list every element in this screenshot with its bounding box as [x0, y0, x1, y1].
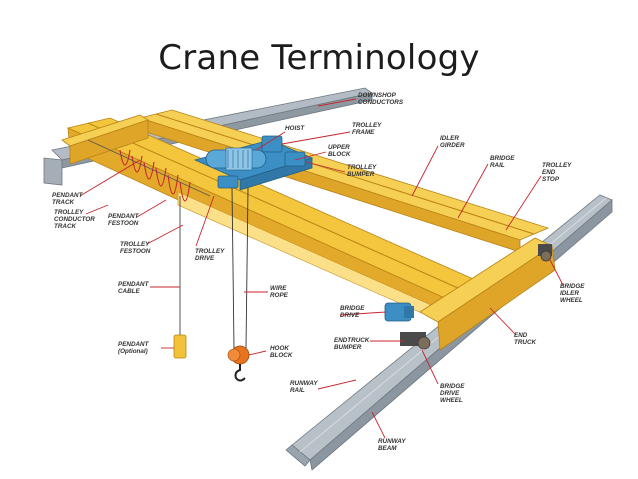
right-end-truck [400, 237, 556, 351]
main-girder [66, 117, 500, 331]
left-end-truck [61, 114, 149, 165]
trolley-assembly [193, 135, 314, 191]
bridge-drive-motor [384, 302, 414, 322]
page-title: Crane Terminology [158, 38, 480, 78]
hook-assembly [227, 187, 250, 382]
festoon-loops [87, 139, 211, 202]
label-pendant-optional: PENDANT(Optional) [118, 341, 150, 355]
label-hoist: HOIST [285, 125, 305, 132]
leader-lines [79, 98, 564, 439]
pendant-assembly [173, 196, 187, 359]
